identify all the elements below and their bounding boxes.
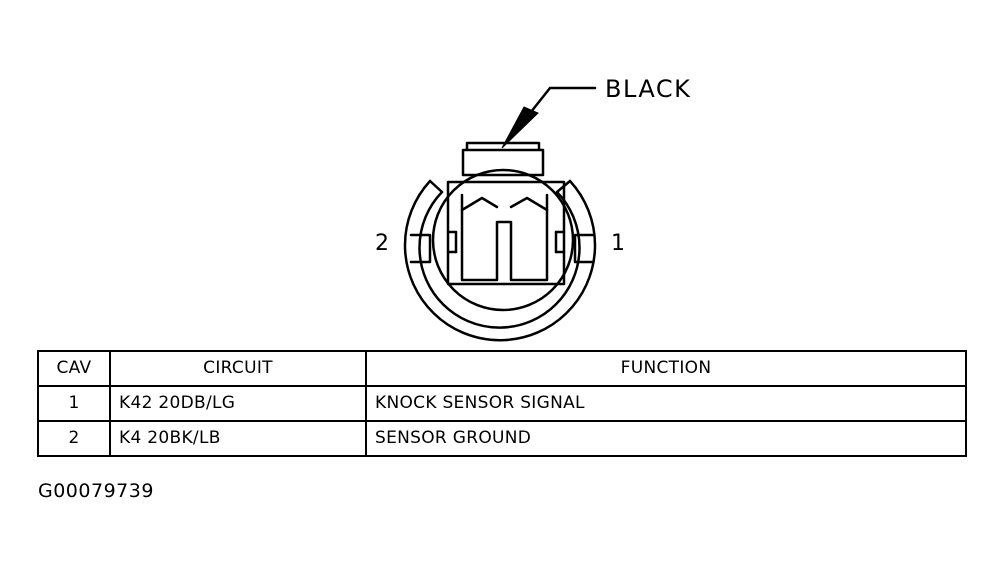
connector-color-label: BLACK: [605, 75, 691, 103]
cell-function: KNOCK SENSOR SIGNAL: [365, 385, 967, 422]
connector-diagram: BLACK 2 1: [375, 75, 691, 342]
header-circuit: CIRCUIT: [109, 350, 367, 387]
color-label-arrowhead: [501, 106, 539, 149]
pin-2-label: 2: [375, 231, 389, 256]
cell-function: SENSOR GROUND: [365, 420, 967, 457]
terminal-block: [446, 180, 566, 286]
left-side-tab: [409, 233, 432, 264]
connector-outer-ring: [403, 179, 597, 342]
header-cav: CAV: [37, 350, 111, 387]
right-side-tab: [573, 233, 595, 264]
figure-id: G00079739: [38, 480, 154, 502]
pinout-table: CAV CIRCUIT FUNCTION 1 K42 20DB/LG KNOCK…: [37, 350, 967, 457]
header-function: FUNCTION: [365, 350, 967, 387]
table-header-row: CAV CIRCUIT FUNCTION: [37, 350, 967, 387]
pin-1-label: 1: [611, 231, 625, 256]
cell-cav: 2: [37, 420, 111, 457]
table-row: 1 K42 20DB/LG KNOCK SENSOR SIGNAL: [37, 385, 967, 422]
cell-cav: 1: [37, 385, 111, 422]
connector-latch: [461, 141, 545, 177]
table-row: 2 K4 20BK/LB SENSOR GROUND: [37, 420, 967, 457]
cell-circuit: K42 20DB/LG: [109, 385, 367, 422]
cell-circuit: K4 20BK/LB: [109, 420, 367, 457]
connector-face: [431, 168, 575, 312]
